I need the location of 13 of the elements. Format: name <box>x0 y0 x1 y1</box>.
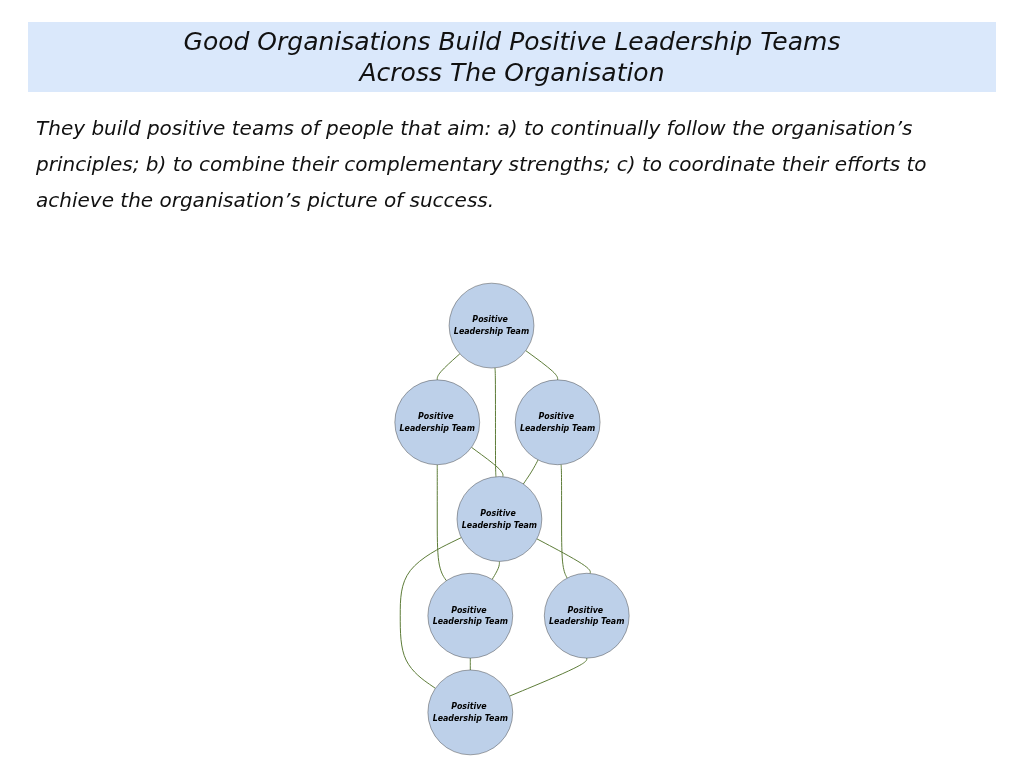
connector <box>522 459 539 485</box>
connector <box>491 560 500 580</box>
connector <box>509 657 588 697</box>
connector <box>436 464 447 582</box>
connector <box>525 350 559 381</box>
connector <box>536 538 591 574</box>
connector <box>560 464 568 579</box>
connector <box>436 353 461 381</box>
connector <box>494 367 497 478</box>
connector <box>471 446 504 478</box>
connector <box>399 537 462 689</box>
description-text: They build positive teams of people that aim: a) to continually follow the organisation’s principles; b) to combine their complementary strengths; c) to coordinate their efforts to achieve the organisation’s picture of success. <box>36 115 928 214</box>
title: Good Organisations Build Positive Leadership Teams Across The Organisation <box>28 22 996 92</box>
